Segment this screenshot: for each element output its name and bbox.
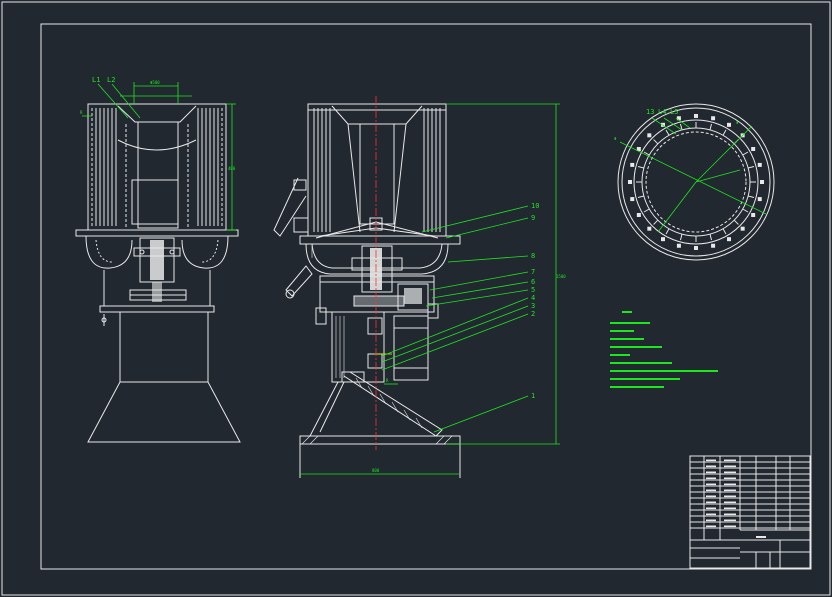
- ring-tick: [733, 219, 739, 225]
- callout-label-3: 3: [531, 302, 535, 310]
- title-block-text: [724, 465, 736, 468]
- callout-label-1: 1: [531, 392, 535, 400]
- ring-bolt: [661, 122, 665, 127]
- title-block-text: [724, 477, 736, 480]
- callout-label-7: 7: [531, 268, 535, 276]
- sheet-inner-border: [40, 23, 812, 570]
- technical-notes: [610, 311, 718, 388]
- title-block-text: [706, 465, 716, 468]
- ring-tick: [709, 234, 713, 241]
- svg-text:400: 400: [228, 166, 236, 171]
- title-block-text: [724, 513, 736, 516]
- top-view: 13 L4 L5 Φ Φ: [614, 103, 775, 261]
- ring-bolt: [630, 162, 635, 167]
- ring-tick: [643, 208, 650, 213]
- title-block-text: [706, 525, 716, 528]
- title-block-text: [706, 477, 716, 480]
- title-block-text: [706, 483, 716, 486]
- ring-bolt: [757, 197, 762, 202]
- ring-tick: [748, 195, 755, 199]
- svg-text:Φ: Φ: [736, 120, 739, 125]
- ring-bolt: [630, 197, 635, 202]
- callout-label-6: 6: [531, 278, 535, 286]
- title-block-text: [724, 501, 736, 504]
- callout-label-8: 8: [531, 252, 535, 260]
- ring-tick: [722, 228, 727, 235]
- callout-label-13: 13: [646, 108, 654, 116]
- callout-label-4: 4: [531, 294, 535, 302]
- ring-bolt: [694, 114, 698, 118]
- title-block-text: [724, 519, 736, 522]
- ring-bolt: [757, 162, 762, 167]
- ring-bolt: [636, 147, 641, 151]
- ring-tick: [679, 123, 683, 130]
- ring-bolt: [740, 226, 745, 231]
- title-block-text: [706, 519, 716, 522]
- title-block-text: [706, 513, 716, 516]
- title-block-text: [706, 501, 716, 504]
- ring-bolt: [661, 237, 665, 242]
- title-block-text: [706, 459, 716, 462]
- callout-label-l1: L1: [92, 76, 100, 84]
- ring-tick: [643, 151, 650, 156]
- svg-text:1500: 1500: [556, 274, 566, 279]
- ring-tick: [742, 208, 749, 213]
- ring-tick: [637, 195, 644, 199]
- ring-bolt: [711, 243, 716, 248]
- title-block-text: [724, 495, 736, 498]
- callout-label-l2: L2: [107, 76, 115, 84]
- callout-label-l5: L5: [670, 108, 678, 116]
- svg-text:Φ: Φ: [614, 136, 617, 141]
- svg-text:800: 800: [372, 468, 380, 473]
- title-block-text: [706, 507, 716, 510]
- ring-bolt: [628, 180, 632, 184]
- svg-text:R: R: [386, 378, 389, 383]
- ring-tick: [679, 234, 683, 241]
- title-block-text: [724, 471, 736, 474]
- title-block-text: [706, 489, 716, 492]
- ring-tick: [637, 165, 644, 169]
- title-block-text: [724, 507, 736, 510]
- ring-bolt: [760, 180, 764, 184]
- ring-tick: [722, 129, 727, 136]
- ring-tick: [653, 219, 659, 225]
- ring-tick: [742, 151, 749, 156]
- title-block: [689, 455, 811, 569]
- ring-bolt: [727, 122, 731, 127]
- ring-bolt: [647, 226, 652, 231]
- ring-tick: [665, 228, 670, 235]
- title-block-text: [724, 459, 736, 462]
- callout-label-l4: L4: [658, 108, 666, 116]
- ring-tick: [665, 129, 670, 136]
- ring-bolt: [647, 133, 652, 138]
- ring-bolt: [751, 213, 756, 217]
- ring-tick: [748, 165, 755, 169]
- ring-bolt: [751, 147, 756, 151]
- title-block-text: [724, 525, 736, 528]
- title-block-text: [724, 483, 736, 486]
- ring-tick: [709, 123, 713, 130]
- ring-bolt: [694, 246, 698, 250]
- svg-text:R: R: [80, 110, 83, 115]
- callout-label-5: 5: [531, 286, 535, 294]
- section-view: 1500 800 R 10 9 8 7 6 5 4 3 2 1: [273, 96, 566, 478]
- callout-label-2: 2: [531, 310, 535, 318]
- ring-tick: [653, 139, 659, 145]
- ring-bolt: [636, 213, 641, 217]
- title-block-text: [706, 495, 716, 498]
- callout-label-9: 9: [531, 214, 535, 222]
- title-block-text: [724, 489, 736, 492]
- svg-text:Φ500: Φ500: [150, 80, 160, 85]
- ring-bolt: [711, 116, 716, 121]
- ring-bolt: [676, 243, 681, 248]
- callout-label-10: 10: [531, 202, 539, 210]
- front-view: Φ500 400 R L1 L2: [75, 76, 241, 443]
- ring-bolt: [727, 237, 731, 242]
- title-block-text: [706, 471, 716, 474]
